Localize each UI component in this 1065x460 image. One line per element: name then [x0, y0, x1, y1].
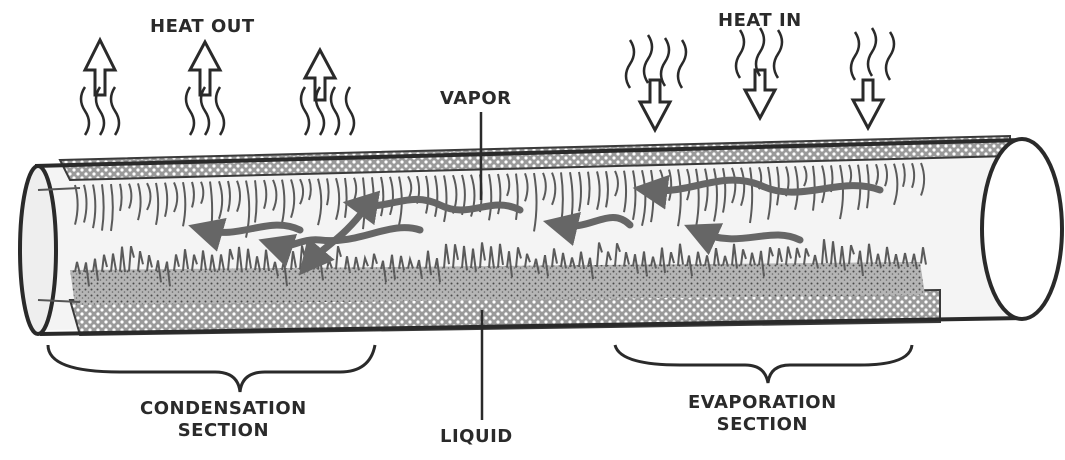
heat-out-arrows — [85, 40, 335, 100]
liquid-label: LIQUID — [440, 426, 513, 448]
heat-in-arrows — [640, 70, 883, 130]
pipe-body — [20, 136, 1062, 335]
evaporation-bracket — [615, 345, 912, 383]
condensation-label-line2: SECTION — [140, 420, 307, 442]
heat-out-label: HEAT OUT — [150, 16, 255, 38]
heat-in-label: HEAT IN — [718, 10, 802, 32]
heat-in-arrow-2 — [745, 70, 775, 118]
condensation-label-line1: CONDENSATION — [140, 398, 307, 420]
pipe-left-end — [20, 166, 56, 334]
heat-in-arrow-3 — [853, 80, 883, 128]
pipe-right-end — [982, 139, 1062, 319]
heat-in-arrow-1 — [640, 80, 670, 130]
heat-out-waves — [81, 87, 354, 135]
evaporation-label-line1: EVAPORATION — [688, 392, 837, 414]
vapor-label: VAPOR — [440, 88, 512, 110]
condensation-bracket — [48, 345, 375, 392]
heat-out-arrow-1 — [85, 40, 115, 95]
condensation-section-label: CONDENSATION SECTION — [140, 398, 307, 442]
evaporation-section-label: EVAPORATION SECTION — [688, 392, 837, 436]
evaporation-label-line2: SECTION — [688, 414, 837, 436]
heat-out-arrow-3 — [305, 50, 335, 100]
